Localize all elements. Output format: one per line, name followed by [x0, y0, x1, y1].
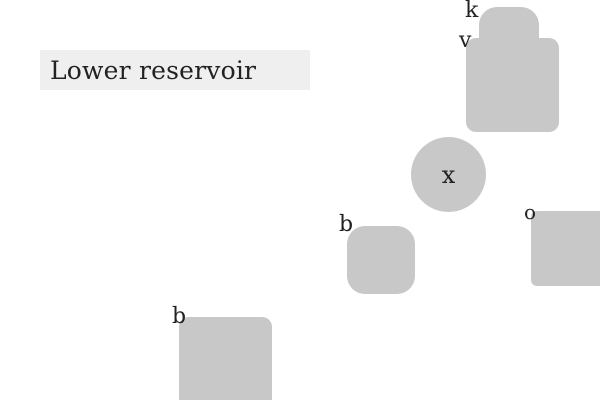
- label-x: x: [441, 160, 456, 189]
- label-o: o: [524, 200, 537, 224]
- shape-b-lower: [179, 317, 272, 400]
- label-b-lower: b: [172, 304, 187, 329]
- shape-b-middle: [347, 226, 415, 294]
- shape-o: [531, 211, 600, 286]
- label-b-middle: b: [339, 212, 354, 237]
- label-v: v: [459, 28, 472, 53]
- circle-x: x: [411, 137, 486, 212]
- label-k: k: [465, 0, 479, 23]
- title-text: Lower reservoir: [50, 55, 257, 85]
- title-box: Lower reservoir: [40, 50, 310, 90]
- shape-v: [466, 38, 559, 132]
